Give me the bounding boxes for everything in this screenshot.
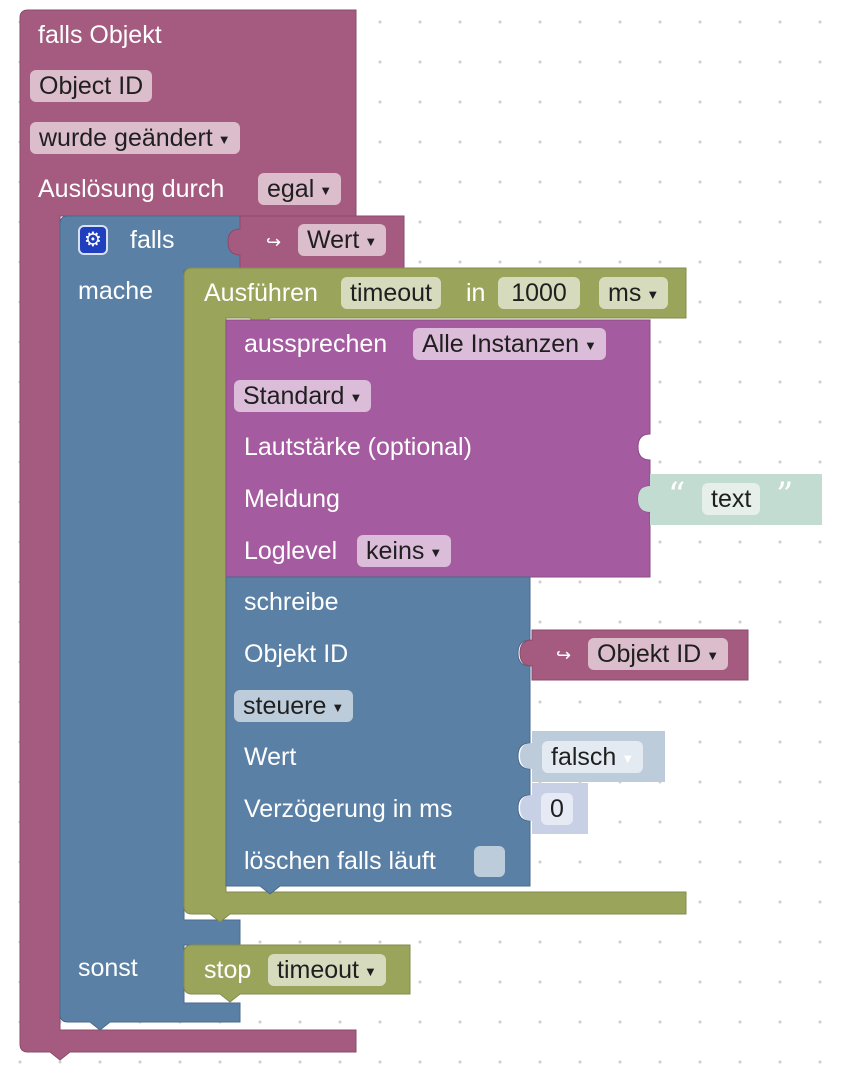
instance-dropdown[interactable]: Alle Instanzen▼ [413, 328, 606, 360]
loglevel-label: Loglevel [244, 537, 338, 565]
clear-checkbox[interactable] [474, 846, 505, 877]
value-label: Wert [244, 743, 297, 771]
chevron-down-icon: ▼ [217, 132, 231, 147]
object-id-dropdown[interactable]: Objekt ID▼ [588, 638, 729, 670]
triggered-by-label: Auslösung durch [38, 175, 225, 203]
stop-timeout-dropdown[interactable]: timeout▼ [268, 954, 386, 986]
speak-label: aussprechen [244, 330, 388, 358]
write-block-shape[interactable] [225, 576, 531, 895]
do-label: mache [78, 277, 154, 305]
in-label: in [466, 279, 486, 307]
chevron-down-icon: ▼ [429, 545, 443, 560]
delay-label: Verzögerung in ms [244, 795, 453, 823]
condition-value-dropdown[interactable]: Wert▼ [298, 224, 387, 256]
close-quote-icon: ” [776, 475, 794, 515]
return-arrow-icon: ↪ [266, 232, 282, 252]
chevron-down-icon: ▼ [646, 287, 660, 302]
chevron-down-icon: ▼ [319, 183, 333, 198]
message-label: Meldung [244, 485, 340, 513]
return-arrow-icon: ↪ [556, 645, 572, 665]
boolean-dropdown[interactable]: falsch▼ [542, 741, 644, 773]
chevron-down-icon: ▼ [706, 648, 720, 663]
chevron-down-icon: ▼ [349, 390, 363, 405]
chevron-down-icon: ▼ [331, 700, 345, 715]
trigger-title: falls Objekt [38, 21, 162, 49]
delay-input[interactable]: 1000 [498, 277, 580, 309]
loglevel-dropdown[interactable]: keins▼ [357, 535, 452, 567]
changed-dropdown[interactable]: wurde geändert▼ [30, 122, 240, 154]
gear-icon[interactable]: ⚙ [78, 225, 108, 255]
volume-label: Lautstärke (optional) [244, 433, 472, 461]
execute-label: Ausführen [204, 279, 318, 307]
open-quote-icon: “ [668, 475, 686, 515]
message-text-input[interactable]: text [702, 483, 761, 515]
if-label: falls [130, 226, 175, 254]
object-id-label: Objekt ID [244, 640, 349, 668]
else-label: sonst [78, 954, 138, 982]
chevron-down-icon: ▼ [363, 964, 377, 979]
control-dropdown[interactable]: steuere▼ [234, 690, 354, 722]
timeout-block-shape[interactable] [183, 267, 687, 923]
chevron-down-icon: ▼ [584, 338, 597, 353]
object-id-input[interactable]: Object ID [30, 70, 153, 102]
write-label: schreibe [244, 588, 339, 616]
voice-dropdown[interactable]: Standard▼ [234, 380, 372, 412]
stop-label: stop [204, 956, 252, 984]
triggered-by-dropdown[interactable]: egal▼ [258, 173, 342, 205]
clear-label: löschen falls läuft [244, 847, 436, 875]
timeout-name-input[interactable]: timeout [341, 277, 441, 309]
delay-number-input[interactable]: 0 [541, 793, 573, 825]
chevron-down-icon: ▼ [621, 751, 635, 766]
chevron-down-icon: ▼ [364, 234, 378, 249]
unit-dropdown[interactable]: ms▼ [599, 277, 669, 309]
